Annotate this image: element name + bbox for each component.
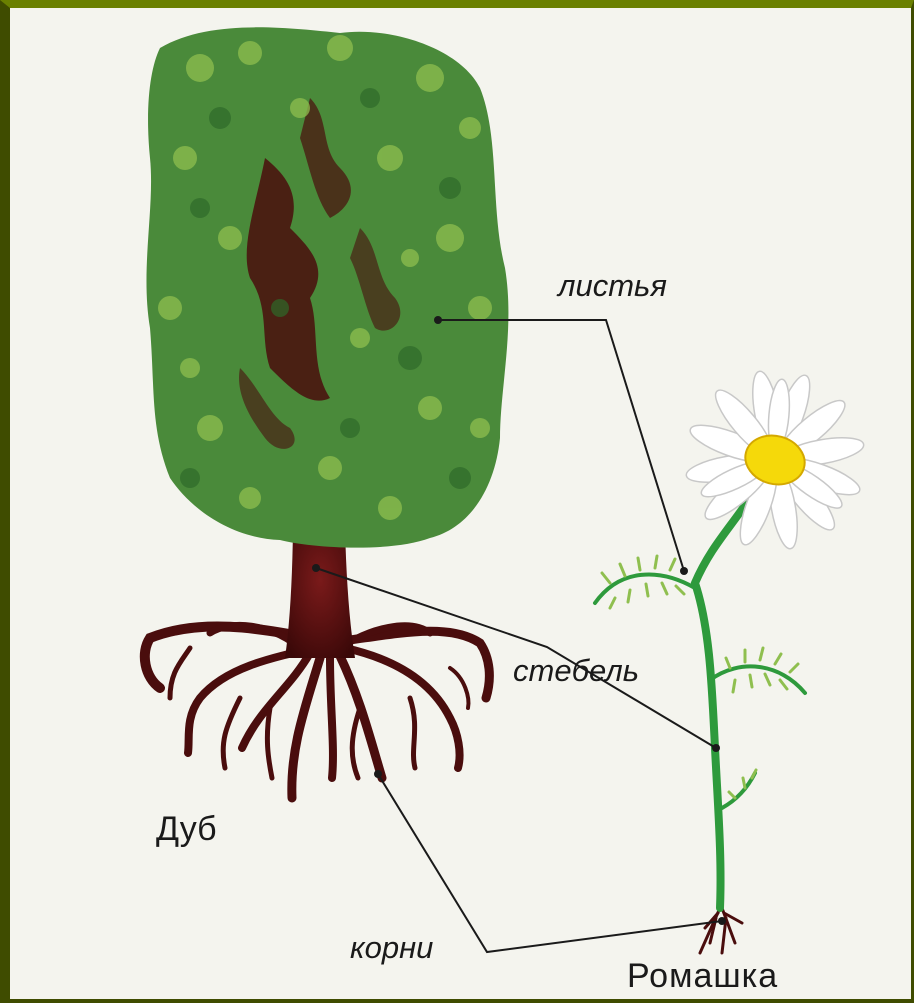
label-roots: корни <box>350 932 433 963</box>
oak-crown <box>146 27 508 547</box>
plant-name-oak: Дуб <box>156 812 217 846</box>
label-leaves: листья <box>558 270 667 301</box>
plant-name-chamomile: Ромашка <box>627 959 778 993</box>
oak-tree-illustration <box>145 27 509 798</box>
chamomile-stem <box>695 498 750 908</box>
plant-parts-diagram <box>10 8 911 999</box>
chamomile-flower-head <box>684 369 865 550</box>
chamomile-roots <box>700 908 742 953</box>
oak-trunk <box>285 528 355 658</box>
roots-pointer-line <box>378 774 722 952</box>
label-stem: стебель <box>513 655 639 686</box>
